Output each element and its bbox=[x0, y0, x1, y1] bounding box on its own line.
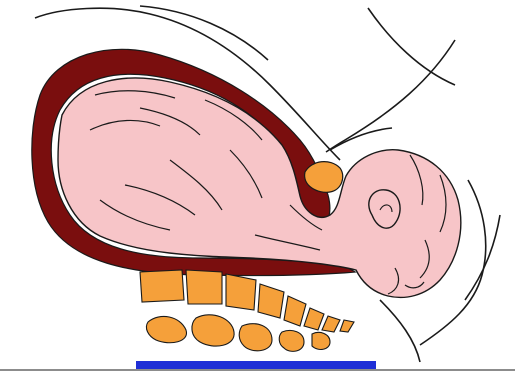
pelvic-bones bbox=[146, 315, 330, 352]
delivery-table bbox=[136, 361, 376, 369]
